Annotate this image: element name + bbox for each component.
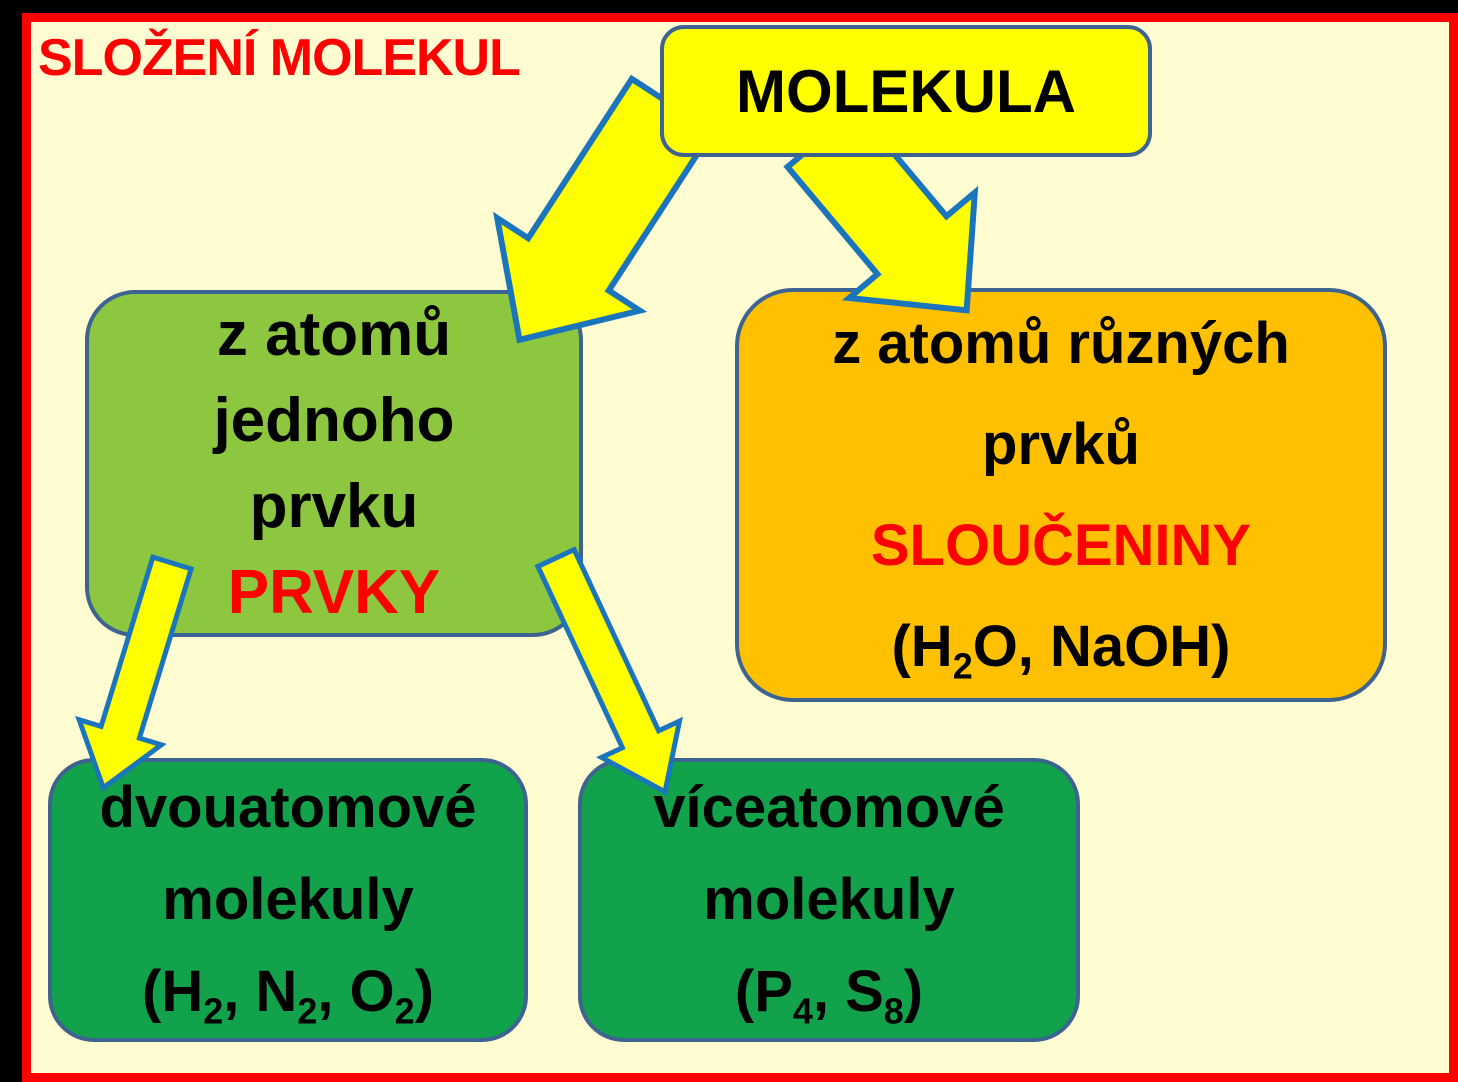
node-prvky: z atomů jednoho prvku PRVKY	[85, 290, 583, 637]
node-slouceniny-line: z atomů různých	[832, 311, 1290, 376]
node-molekula: MOLEKULA	[660, 25, 1152, 157]
node-viceatomove-line: víceatomové	[653, 775, 1005, 840]
node-dvouatomove-line: molekuly	[162, 867, 414, 932]
node-viceatomove-line: molekuly	[703, 867, 955, 932]
node-prvky-line: jednoho	[213, 385, 455, 455]
node-slouceniny-highlight: SLOUČENINY	[870, 513, 1252, 578]
node-prvky-line: z atomů	[216, 299, 452, 369]
node-slouceniny-formula: (H2O, NaOH)	[891, 614, 1231, 687]
node-viceatomove-formula: (P4, S8)	[734, 959, 924, 1032]
node-prvky-line: prvku	[249, 471, 419, 541]
node-dvouatomove-formula: (H2, N2, O2)	[142, 959, 434, 1032]
node-dvouatomove: dvouatomové molekuly (H2, N2, O2)	[48, 758, 528, 1042]
page-title: SLOŽENÍ MOLEKUL	[38, 29, 521, 87]
node-slouceniny-line: prvků	[982, 412, 1140, 477]
node-prvky-highlight: PRVKY	[227, 557, 441, 627]
node-molekula-label: MOLEKULA	[736, 57, 1076, 125]
node-dvouatomove-line: dvouatomové	[99, 775, 477, 840]
node-slouceniny: z atomů různých prvků SLOUČENINY (H2O, N…	[735, 288, 1387, 702]
node-viceatomove: víceatomové molekuly (P4, S8)	[578, 758, 1080, 1042]
